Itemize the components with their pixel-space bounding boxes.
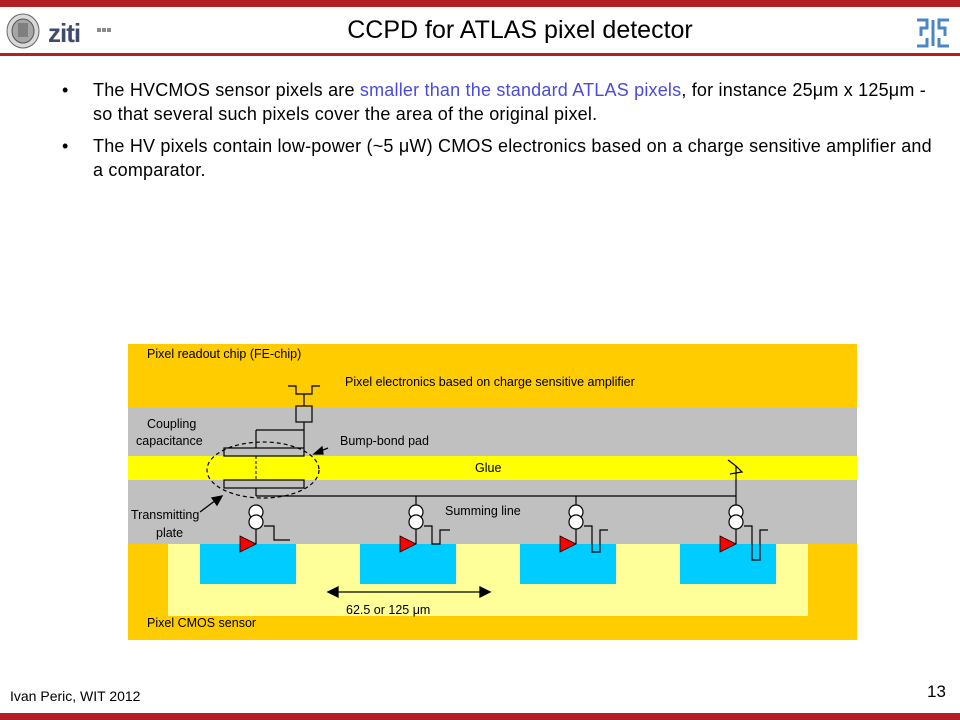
header-divider: [0, 53, 960, 56]
coupling-label-line2: capacitance: [136, 434, 203, 448]
pixel-circuit: [568, 504, 608, 553]
pixel-circuit: [408, 504, 450, 545]
amplifier-triangle: [399, 535, 417, 553]
logo-dot: [107, 28, 111, 32]
logo-dot: [97, 28, 101, 32]
bullet-marker: •: [62, 136, 69, 156]
bullet-marker: •: [62, 80, 69, 100]
coupling-highlight-ellipse: [206, 441, 320, 499]
sensor-pixel: [520, 544, 616, 584]
institute-emblem-logo: [917, 18, 949, 48]
bullet-item: • The HVCMOS sensor pixels are smaller t…: [56, 78, 936, 126]
coupling-label-line1: Coupling: [147, 417, 197, 431]
pixel-circuit: [728, 504, 768, 561]
bullet-text: , for instance 25μm x 125μm - so that se…: [93, 80, 926, 124]
bullet-list: • The HVCMOS sensor pixels are smaller t…: [56, 78, 936, 190]
slide-title: CCPD for ATLAS pixel detector: [347, 16, 693, 44]
annotation-arrow: [312, 445, 329, 455]
pixel-electronics-label: Pixel electronics based on charge sensit…: [345, 375, 635, 389]
highlighted-text: smaller than the standard ATLAS pixels: [359, 80, 682, 100]
transmitting-plate: [223, 479, 305, 489]
bump-bond-pad: [223, 447, 305, 457]
sensor-pixel: [680, 544, 776, 584]
amplifier-triangle: [719, 535, 737, 553]
pitch-label: 62.5 or 125 μm: [346, 603, 431, 617]
pitch-arrow: [326, 585, 492, 599]
transmitting-label-line2: plate: [156, 526, 184, 540]
university-seal-logo: [6, 13, 40, 49]
summing-line-label: Summing line: [445, 504, 521, 518]
footer-author: Ivan Peric, WIT 2012: [10, 688, 141, 704]
bullet-text: The HV pixels contain low-power (~5 μW) …: [93, 136, 932, 180]
bullet-text: The HVCMOS sensor pixels are: [93, 80, 360, 100]
bump-bond-label: Bump-bond pad: [340, 434, 429, 448]
bottom-accent-bar: [0, 713, 960, 720]
summing-line: [255, 459, 744, 506]
bullet-item: • The HV pixels contain low-power (~5 μW…: [56, 134, 936, 182]
amplifier-triangle: [559, 535, 577, 553]
sensor-pixel: [360, 544, 456, 584]
ziti-logo: ziti: [48, 18, 81, 48]
amplifier-triangle: [239, 535, 257, 553]
logo-dot: [102, 28, 106, 32]
fe-electronics-symbol: [255, 385, 320, 448]
pixel-circuit: [248, 504, 290, 544]
top-accent-bar: [0, 0, 960, 7]
page-number: 13: [927, 682, 946, 701]
readout-chip-label: Pixel readout chip (FE-chip): [147, 347, 302, 361]
annotation-arrow: [199, 495, 224, 513]
sensor-pixel: [200, 544, 296, 584]
glue-label: Glue: [475, 461, 502, 475]
sensor-label: Pixel CMOS sensor: [147, 616, 257, 630]
transmitting-label-line1: Transmitting: [131, 508, 200, 522]
readout-chip-layer: [128, 344, 857, 408]
